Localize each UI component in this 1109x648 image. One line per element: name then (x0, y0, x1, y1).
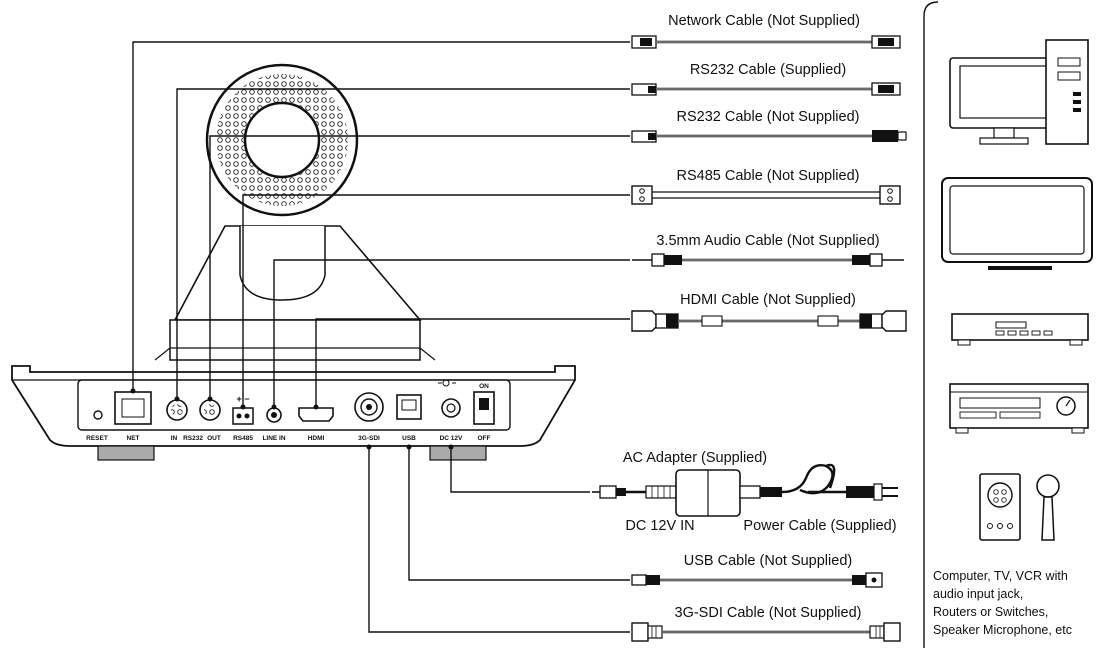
power-cable-label: Power Cable (Supplied) (743, 518, 896, 534)
rs232-in-label: IN (171, 435, 178, 442)
ptz-camera: RESET NET IN RS232 OUT RS485 + − LINE IN… (11, 63, 576, 461)
network-cable (631, 35, 901, 49)
rs485-line (242, 194, 630, 408)
rs485-cable (631, 185, 901, 205)
cable-labels: Network Cable (Not Supplied) RS232 Cable… (623, 13, 897, 621)
usb-port[interactable] (396, 394, 422, 420)
usb-line (408, 446, 630, 581)
devices-caption-line-1: Computer, TV, VCR with (933, 569, 1068, 583)
rs232-label: RS232 (183, 435, 203, 442)
rs232-supplied-cable-label: RS232 Cable (Supplied) (690, 62, 846, 78)
rs485-cable-label: RS485 Cable (Not Supplied) (677, 168, 860, 184)
hdmi-port[interactable] (298, 407, 334, 422)
tv-icon (941, 177, 1093, 270)
usb-cable (631, 572, 883, 588)
line-in-line (273, 259, 630, 408)
sdi-cable (631, 622, 901, 642)
rs232-supplied-cable (631, 82, 901, 96)
dc-line (450, 446, 590, 493)
devices-panel-border (923, 1, 939, 648)
rs232-not-supplied-cable (631, 130, 907, 143)
rs232-out-line (209, 135, 630, 400)
network-cable-label: Network Cable (Not Supplied) (668, 13, 860, 29)
devices-panel: Computer, TV, VCR with audio input jack,… (923, 1, 1093, 648)
usb-cable-label: USB Cable (Not Supplied) (684, 553, 852, 569)
rs232-out-label: OUT (207, 435, 221, 442)
hdmi-line (315, 318, 630, 408)
devices-caption-line-3: Routers or Switches, (933, 605, 1048, 619)
connection-lines (130, 41, 630, 633)
audio-cable-label: 3.5mm Audio Cable (Not Supplied) (656, 233, 879, 249)
power-cable (781, 463, 898, 501)
rs485-label: RS485 (233, 435, 253, 442)
usb-label: USB (402, 435, 416, 442)
net-port[interactable] (114, 391, 152, 425)
camera-foot-right (429, 445, 487, 461)
devices-caption-line-4: Speaker Microphone, etc (933, 623, 1072, 637)
hdmi-cable-label: HDMI Cable (Not Supplied) (680, 292, 856, 308)
dc-12v-label: DC 12V (440, 435, 463, 442)
net-label: NET (127, 435, 140, 442)
hdmi-cable (631, 310, 907, 332)
reset-button[interactable] (93, 410, 103, 420)
off-label: OFF (478, 435, 491, 442)
on-label: ON (479, 383, 489, 390)
hdmi-label: HDMI (308, 435, 325, 442)
microphone-icon (1036, 474, 1060, 541)
router-icon (949, 383, 1089, 434)
audio-cable (632, 253, 904, 267)
devices-caption-line-2: audio input jack, (933, 587, 1023, 601)
reset-label: RESET (86, 435, 108, 442)
vcr-icon (951, 313, 1089, 346)
cables (592, 35, 907, 642)
camera-lens (243, 101, 321, 179)
ac-adapter (592, 469, 782, 517)
sdi-label: 3G-SDI (358, 435, 380, 442)
dc-polarity-icon (438, 379, 456, 387)
dc-in-label: DC 12V IN (625, 518, 694, 534)
computer-icon (949, 39, 1089, 145)
net-line (132, 41, 630, 392)
sdi-cable-label: 3G-SDI Cable (Not Supplied) (675, 605, 862, 621)
sdi-line (368, 446, 630, 633)
dc-12v-port[interactable] (441, 398, 461, 418)
camera-foot-left (97, 445, 155, 461)
line-in-label: LINE IN (262, 435, 285, 442)
rs485-port[interactable] (232, 407, 254, 425)
speaker-icon (979, 473, 1021, 541)
camera-neck (239, 226, 326, 301)
rs232-in-line (176, 88, 630, 400)
ac-adapter-label: AC Adapter (Supplied) (623, 450, 767, 466)
rs232-not-supplied-cable-label: RS232 Cable (Not Supplied) (677, 109, 860, 125)
camera-upper-base (169, 319, 421, 361)
